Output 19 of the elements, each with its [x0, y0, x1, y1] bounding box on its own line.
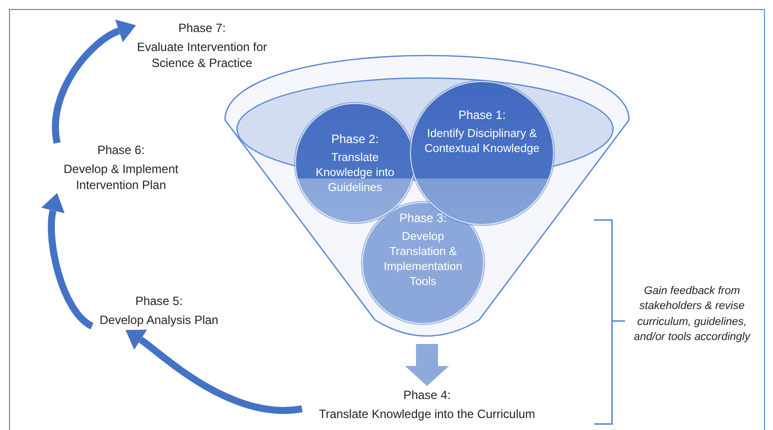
phase-description: Evaluate Intervention for Science & Practice [136, 40, 268, 72]
feedback-note: Gain feedback from stakeholders & revise curriculum, guidelines, and/or tools accordingly [632, 284, 752, 346]
phase-description: Develop Translation & Implementation Tools [382, 230, 464, 290]
phase-description: Translate Knowledge into the Curriculum [318, 406, 536, 422]
phase-description: Develop Analysis Plan [100, 312, 218, 328]
phase-description: Develop & Implement Intervention Plan [62, 162, 180, 194]
phase-heading: Phase 2: [331, 132, 379, 147]
phase-heading: Phase 5: [135, 294, 183, 309]
phase-heading: Phase 1: [458, 108, 506, 123]
curved-arrow [126, 329, 302, 414]
curved-arrow [52, 20, 136, 144]
phase-heading: Phase 7: [178, 20, 226, 36]
phase-heading: Phase 6: [97, 142, 145, 158]
phase-description: Identify Disciplinary & Contextual Knowledge [423, 127, 541, 157]
phase-heading: Phase 3: [399, 211, 447, 226]
phase-heading: Phase 4: [403, 388, 451, 403]
block-arrow [405, 344, 449, 386]
phase-description: Translate Knowledge into Guidelines [314, 151, 396, 196]
curved-arrow [41, 192, 94, 330]
